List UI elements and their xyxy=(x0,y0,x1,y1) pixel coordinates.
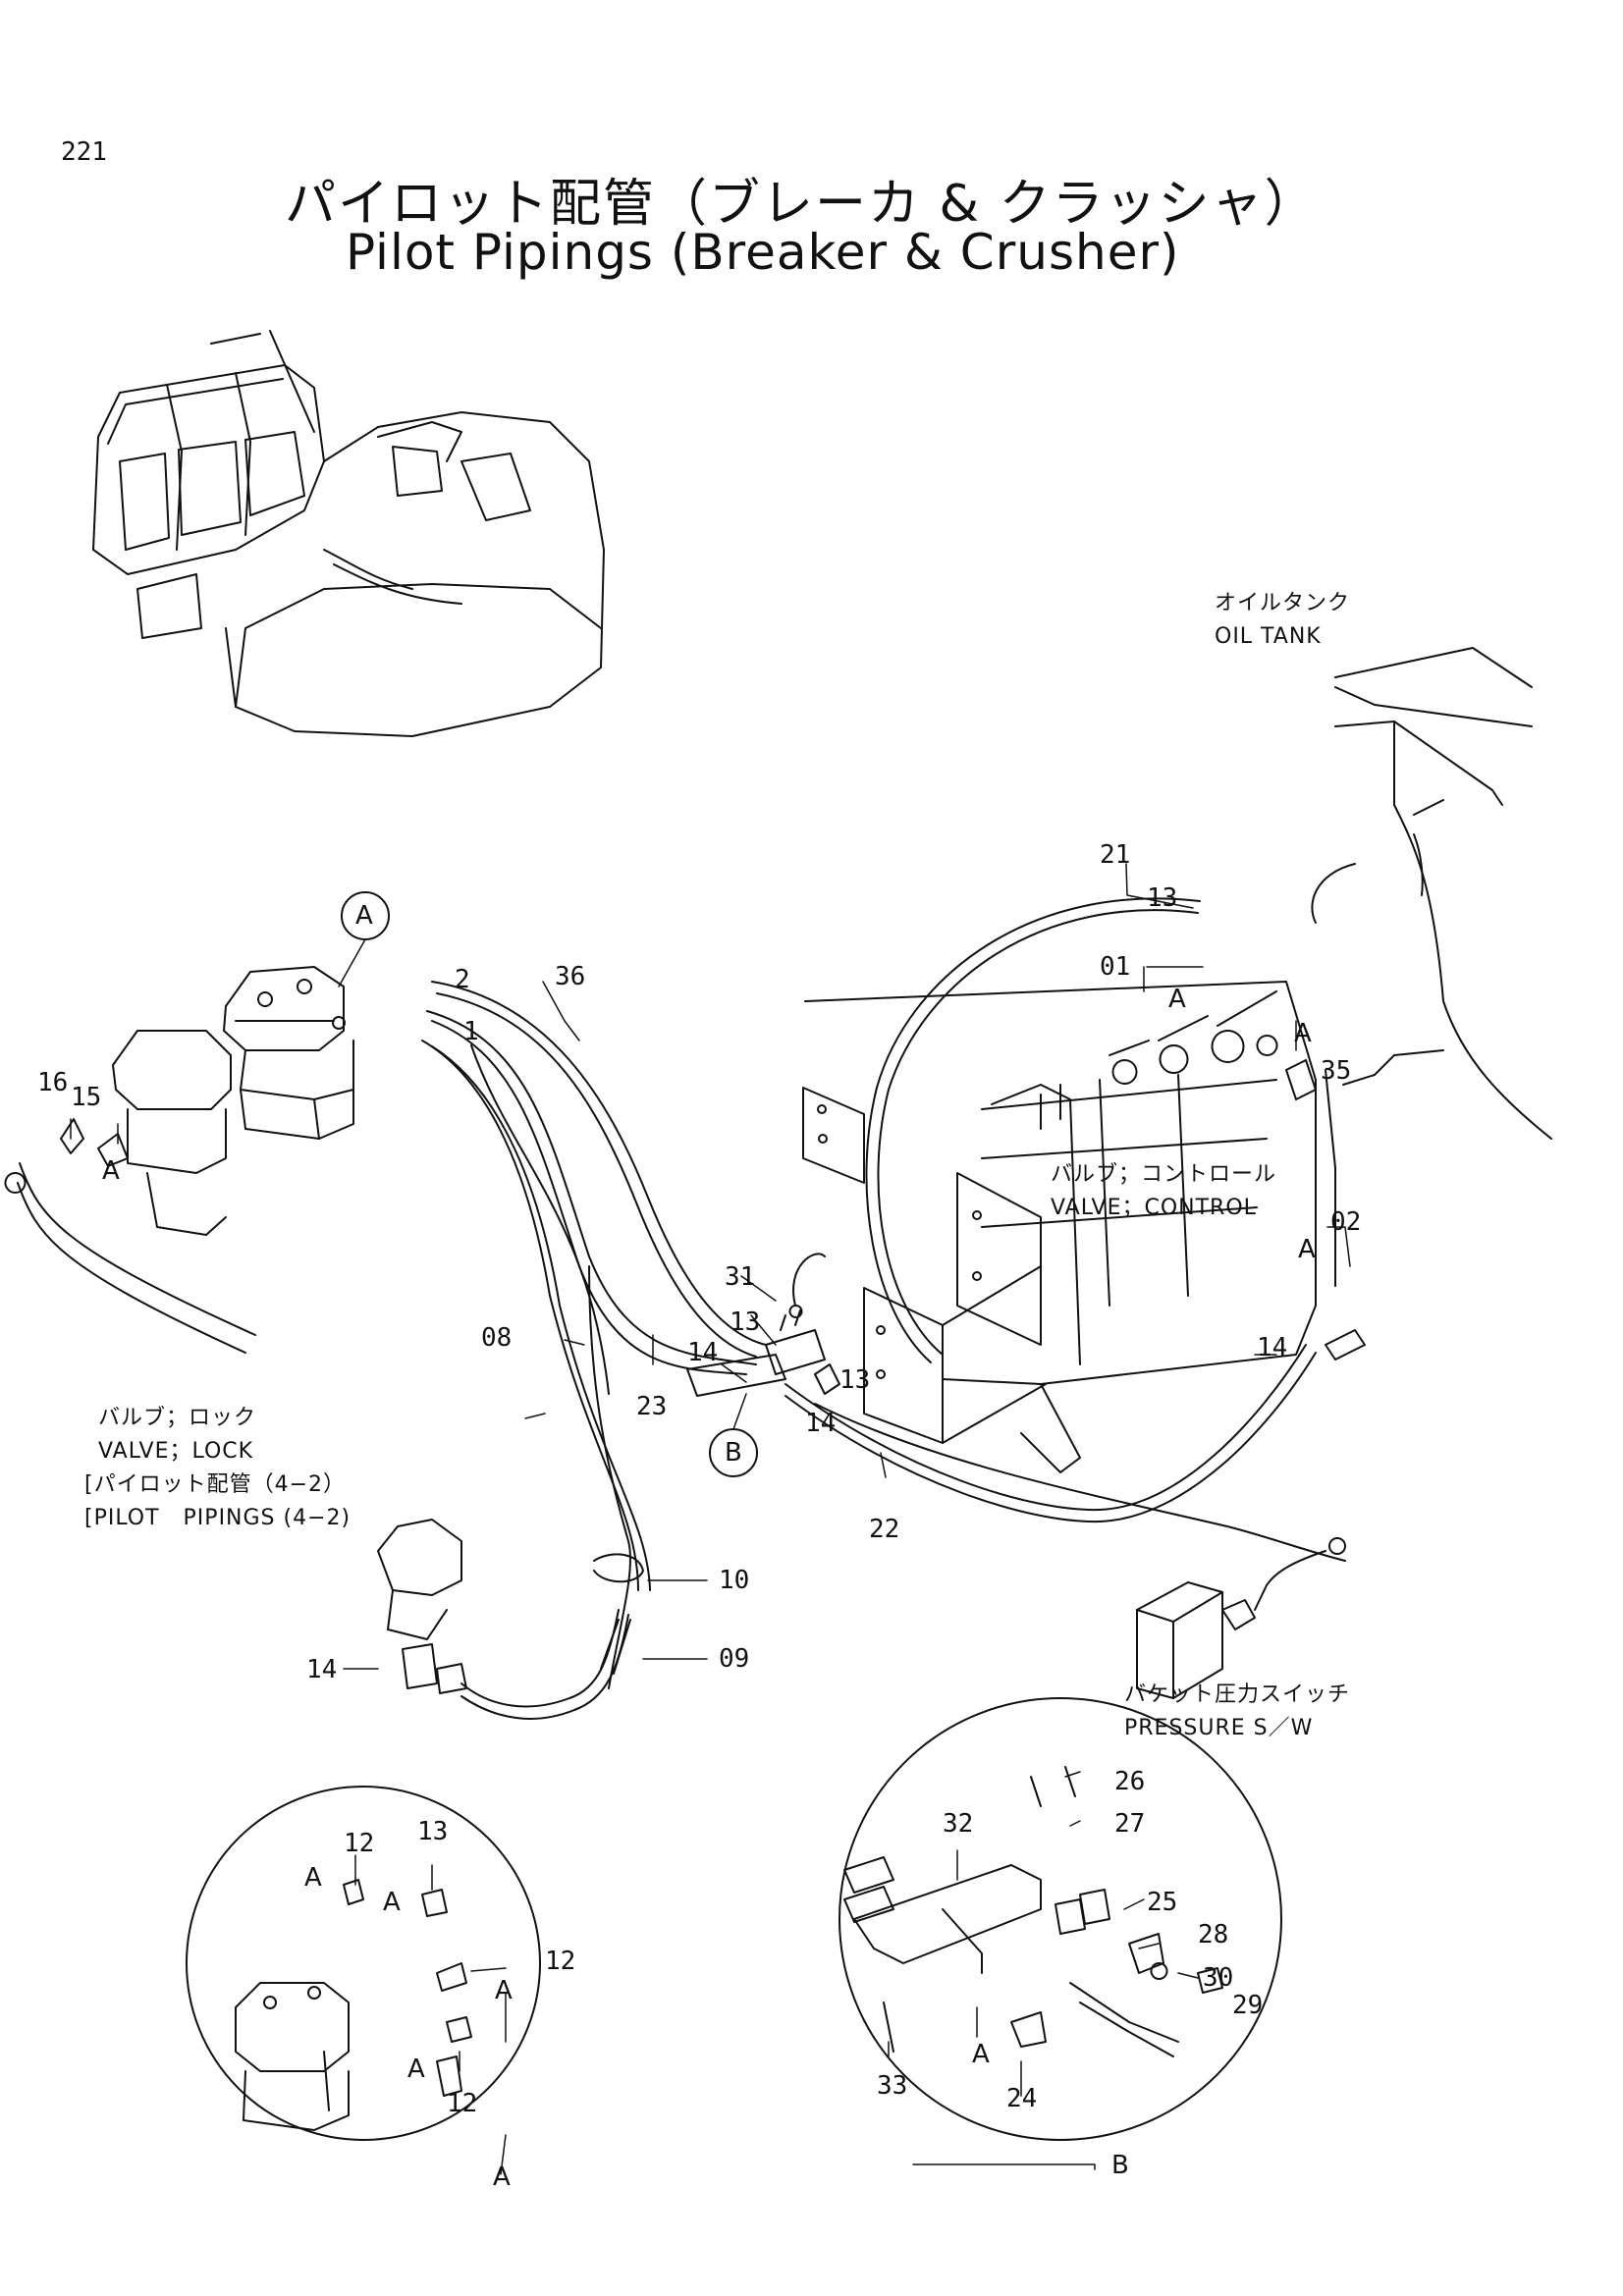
callout-31: 31 xyxy=(725,1262,756,1292)
lock-valve-label-japanese: バルブ；ロック xyxy=(98,1406,257,1430)
ref-a-detail-2: A xyxy=(383,1888,401,1917)
ref-a-detail-4: A xyxy=(407,2055,425,2084)
callout-36: 36 xyxy=(555,962,586,991)
callout-13-manifold: 13 xyxy=(730,1308,761,1337)
callout-1: 1 xyxy=(463,1017,479,1046)
hose-22-illustration xyxy=(784,1329,1366,1562)
callout-16: 16 xyxy=(37,1068,69,1097)
callout-29: 29 xyxy=(1232,1991,1264,2020)
oil-tank-label-english: OIL TANK xyxy=(1215,624,1322,649)
ref-a-15: A xyxy=(102,1156,120,1186)
callout-25: 25 xyxy=(1147,1888,1178,1917)
callout-35: 35 xyxy=(1321,1056,1352,1086)
detail-b-marker: B xyxy=(725,1438,742,1468)
callout-27: 27 xyxy=(1114,1809,1146,1839)
detail-a-circle xyxy=(186,1786,541,2141)
callout-10: 10 xyxy=(719,1566,750,1595)
ref-a-02: A xyxy=(1298,1235,1316,1264)
pressure-switch-illustration xyxy=(1136,1537,1346,1699)
detail-a-caption: A xyxy=(493,2163,511,2192)
callout-21: 21 xyxy=(1100,840,1131,870)
callout-09: 09 xyxy=(719,1644,750,1674)
lock-valve-label-english: VALVE；LOCK xyxy=(98,1439,254,1464)
control-valve-label-japanese: バルブ；コントロール xyxy=(1051,1162,1277,1187)
callout-12-detail-a: 12 xyxy=(344,1829,375,1858)
pilot-valve-block-illustration xyxy=(223,966,354,1140)
callout-02: 02 xyxy=(1330,1207,1362,1237)
pressure-switch-label-japanese: バケット圧力スイッチ xyxy=(1124,1682,1351,1707)
callout-30: 30 xyxy=(1203,1963,1234,1993)
reference-label-english: [PILOT PIPINGS (4−2) xyxy=(84,1506,352,1530)
pressure-switch-label-english: PRESSURE S／W xyxy=(1124,1716,1314,1740)
manifold-b-illustration xyxy=(686,1253,840,1397)
callout-22: 22 xyxy=(869,1515,900,1544)
control-valve-label-english: VALVE；CONTROL xyxy=(1051,1196,1257,1220)
callout-28: 28 xyxy=(1198,1920,1229,1949)
page-number: 221 xyxy=(61,137,107,167)
callout-14-right: 14 xyxy=(1257,1333,1288,1362)
callout-12-detail-a-3: 12 xyxy=(447,2089,478,2118)
ref-a-detail-b: A xyxy=(972,2040,990,2069)
callout-24: 24 xyxy=(1006,2084,1038,2113)
callout-12-detail-a-2: 12 xyxy=(545,1947,576,1976)
callout-14-lock: 14 xyxy=(306,1655,338,1684)
callout-14-manifold: 14 xyxy=(687,1338,719,1367)
pilot-hoses-illustration xyxy=(421,981,767,1689)
detail-b-circle xyxy=(839,1697,1282,2141)
callout-01: 01 xyxy=(1100,952,1131,982)
callout-13-top: 13 xyxy=(1147,883,1178,913)
detail-b-caption: B xyxy=(1111,2151,1129,2180)
page-title-english: Pilot Pipings (Breaker & Crusher) xyxy=(346,224,1180,281)
oil-tank-label-japanese: オイルタンク xyxy=(1215,591,1351,615)
detail-a-marker: A xyxy=(355,901,373,931)
callout-32: 32 xyxy=(943,1809,974,1839)
callout-15: 15 xyxy=(71,1083,102,1112)
callout-14-manifold-2: 14 xyxy=(805,1409,837,1438)
reference-label-japanese: [パイロット配管（4−2） xyxy=(84,1472,347,1497)
lock-valve-illustration xyxy=(4,1030,256,1354)
callout-23: 23 xyxy=(636,1392,668,1421)
ref-a-35: A xyxy=(1294,1019,1312,1048)
callout-26: 26 xyxy=(1114,1767,1146,1796)
ref-a-detail-3: A xyxy=(495,1976,513,2005)
ref-a-detail-1: A xyxy=(304,1863,322,1893)
oil-tank-illustration xyxy=(1311,647,1552,1140)
excavator-overview-illustration xyxy=(92,330,605,737)
mounting-bracket-illustration xyxy=(802,1087,1081,1473)
callout-08: 08 xyxy=(481,1323,513,1353)
control-valve-illustration xyxy=(804,981,1336,1385)
callout-2: 2 xyxy=(455,965,470,994)
callout-leader-lines xyxy=(70,863,1351,2175)
lock-valve-second-illustration xyxy=(377,1519,644,1720)
callout-13-detail-a: 13 xyxy=(417,1817,449,1846)
callout-33: 33 xyxy=(877,2071,908,2101)
hose-21-illustration xyxy=(865,897,1201,1363)
callout-13-manifold-2: 13 xyxy=(839,1365,871,1395)
page-title-japanese: パイロット配管（ブレーカ & クラッシャ） xyxy=(285,175,1318,234)
ref-a-01: A xyxy=(1168,985,1186,1014)
